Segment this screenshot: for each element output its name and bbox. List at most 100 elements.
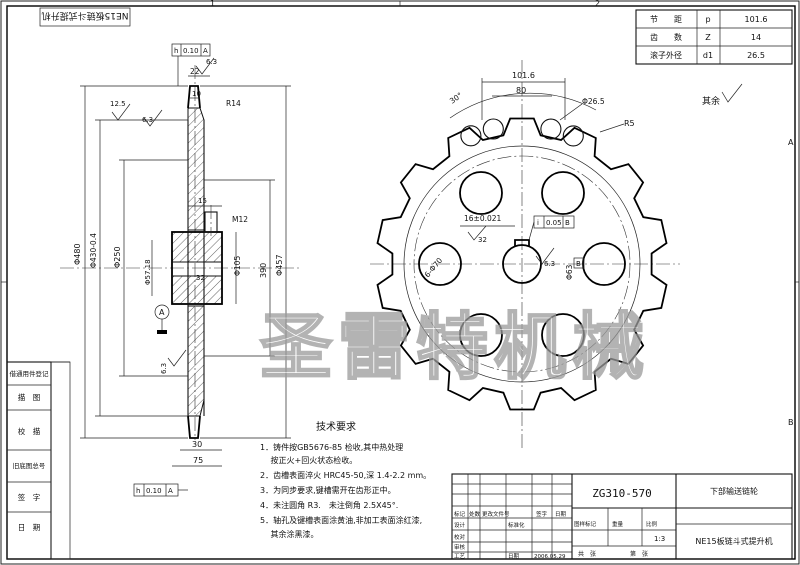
svg-text:签字: 签字	[536, 510, 548, 518]
register-row-1: 借通用件登记	[10, 369, 50, 378]
register-row-5: 签 字	[18, 492, 41, 502]
param-symbol-roller: d1	[703, 51, 713, 60]
svg-text:0.10: 0.10	[183, 47, 199, 55]
svg-text:标记: 标记	[454, 510, 466, 518]
tolerance-frame-top: h 0.10 A	[171, 43, 211, 86]
chain-roller	[482, 118, 504, 140]
zone-mark-top-2: 2	[595, 0, 600, 8]
rough-63-bottom: 6.3	[160, 363, 168, 374]
dim-pitch-101: 101.6	[512, 71, 535, 80]
zone-mark-top-1: 1	[210, 0, 215, 8]
zone-mark-side-a: A	[788, 138, 794, 147]
svg-text:设计: 设计	[454, 521, 466, 529]
dim-30: 30	[192, 440, 202, 449]
svg-text:h: h	[136, 487, 140, 495]
svg-text:h: h	[174, 47, 178, 55]
dim-32-front: 32	[478, 236, 487, 244]
lightening-hole	[418, 242, 462, 286]
svg-text:i: i	[537, 219, 539, 227]
parameters-table: 节 距 p 101.6 齿 数 Z 14 滚子外径 d1 26.5	[635, 9, 793, 65]
dim-m12: M12	[232, 215, 248, 224]
dim-10: 10	[192, 90, 201, 98]
lightening-hole	[582, 242, 626, 286]
machine-name: NE15板链斗式提升机	[695, 536, 772, 546]
dim-phi430: Φ430-0.4	[89, 233, 98, 268]
lightening-hole	[459, 313, 503, 357]
shaft-bore	[502, 244, 542, 284]
note-line-3: 2．齿槽表面淬火 HRC45-50,深 1.4-2.2 mm。	[260, 470, 431, 480]
section-view: Φ480 Φ430-0.4 Φ250 Φ57.18 Φ105 390 Φ457 …	[60, 43, 300, 497]
chain-roller	[460, 125, 482, 147]
register-row-4: 旧底图总号	[13, 461, 46, 470]
svg-text:共 张: 共 张	[578, 550, 596, 558]
notes-title: 技术要求	[316, 420, 356, 433]
dim-keyway-16: 16±0.021	[464, 214, 502, 223]
dim-phi480: Φ480	[73, 243, 82, 265]
note-line-5: 4．未注圆角 R3. 未注倒角 2.5X45°.	[260, 500, 398, 510]
datum-b-box: B	[576, 260, 581, 268]
param-label-pitch: 节 距	[650, 15, 682, 24]
lightening-hole	[541, 171, 585, 215]
rough-63-bore: 6.3	[544, 260, 555, 268]
svg-text:图样标记: 图样标记	[574, 520, 597, 528]
register-row-3: 校 描	[18, 426, 41, 436]
register-row-2: 描 图	[18, 392, 41, 402]
svg-text:比例: 比例	[646, 520, 658, 528]
rotated-drawing-label: NE15板链斗式提升机	[42, 10, 129, 22]
note-line-2: 按正火+回火状态检收。	[260, 455, 357, 465]
note-line-1: 1．铸件按GB5676-85 检收,其中热处理	[260, 442, 403, 452]
front-view-sprocket: 101.6 80 30° Φ26.5 R5 16±0.021 32 i 0.05…	[370, 60, 680, 450]
svg-text:第 张: 第 张	[630, 550, 648, 558]
keyway	[514, 239, 530, 247]
svg-text:审核: 审核	[454, 543, 466, 551]
sprocket-tooth-profile	[376, 117, 668, 411]
dim-phi57: Φ57.18	[144, 259, 152, 285]
svg-text:校对: 校对	[454, 533, 466, 541]
dim-22: 22	[190, 67, 200, 76]
datum-a-bubble: A	[159, 308, 165, 317]
note-line-4: 3．为同步要求,键槽需开在齿形正中。	[260, 485, 396, 495]
param-symbol-teeth: Z	[705, 33, 711, 42]
dim-30-deg: 30°	[448, 90, 464, 105]
section-dimensions: Φ480 Φ430-0.4 Φ250 Φ57.18 Φ105 390 Φ457 …	[73, 57, 291, 467]
dim-75: 75	[193, 456, 203, 465]
rest-roughness-note: 其余	[702, 83, 743, 107]
side-register-table: 借通用件登记 描 图 校 描 旧底图总号 签 字 日 期	[6, 361, 71, 560]
dim-6-holes: 6-Φ70	[423, 256, 445, 280]
part-name: 下部输送链轮	[710, 486, 758, 496]
param-symbol-pitch: p	[705, 15, 710, 24]
lightening-hole	[459, 171, 503, 215]
svg-text:0.10: 0.10	[146, 487, 162, 495]
svg-text:其余: 其余	[702, 95, 720, 107]
svg-text:处数: 处数	[469, 510, 481, 518]
svg-text:日期: 日期	[508, 553, 520, 560]
svg-text:B: B	[565, 219, 570, 227]
svg-text:标准化: 标准化	[508, 521, 525, 529]
dim-80: 80	[516, 86, 526, 95]
dim-phi105: Φ105	[233, 256, 242, 276]
chain-rollers	[460, 118, 584, 147]
register-row-6: 日 期	[18, 523, 41, 532]
dim-phi265: Φ26.5	[582, 97, 605, 106]
param-label-teeth: 齿 数	[650, 32, 682, 42]
note-line-7: 其余涂黑漆。	[260, 529, 319, 539]
tolerance-frame-bottom: h 0.10 A	[133, 483, 188, 497]
param-value-roller: 26.5	[747, 51, 765, 60]
dim-r5: R5	[624, 119, 635, 128]
rough-125: 12.5	[110, 100, 126, 108]
svg-text:0.05: 0.05	[546, 219, 562, 227]
watermark-logo: 圣雷特机械	[260, 304, 650, 389]
svg-text:A: A	[168, 487, 173, 495]
param-label-roller: 滚子外径	[650, 50, 682, 60]
svg-text:日期: 日期	[555, 511, 567, 518]
dim-32: 32	[196, 274, 205, 282]
dim-bore-phi63: Φ63	[565, 264, 574, 280]
lightening-holes	[418, 171, 626, 357]
svg-text:工艺: 工艺	[454, 553, 466, 560]
rough-63-left: 6.3	[142, 116, 153, 124]
dim-390: 390	[259, 263, 268, 278]
svg-text:重量: 重量	[612, 520, 624, 528]
svg-text:更改文件号: 更改文件号	[482, 510, 510, 518]
